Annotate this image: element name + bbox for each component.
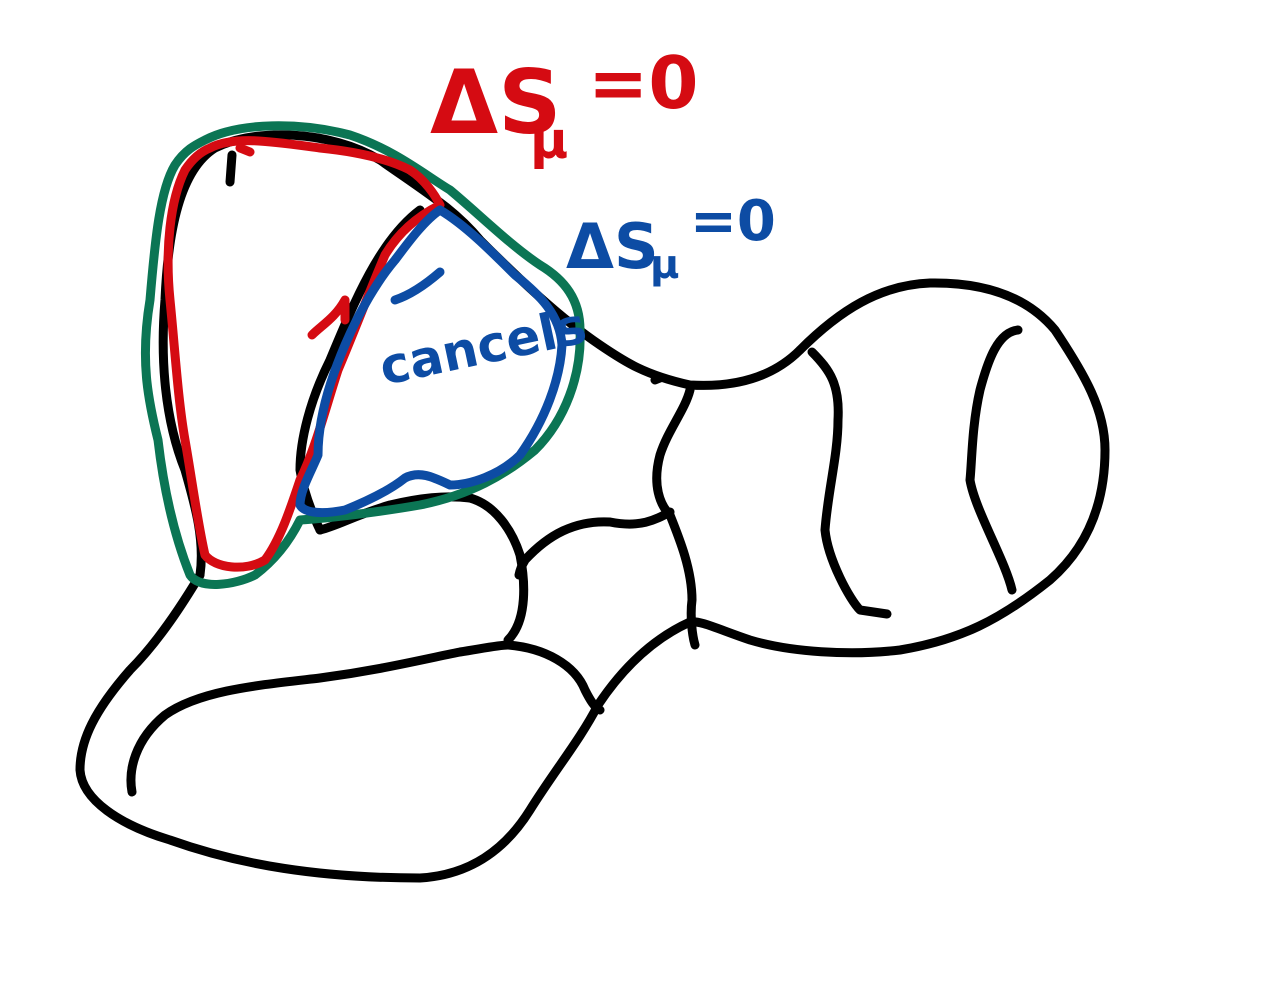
blue-delta-s-text: ΔS bbox=[566, 210, 659, 283]
blue-mu-subscript: μ bbox=[650, 242, 679, 288]
inner-cut-boundary bbox=[295, 205, 425, 535]
blue-delta-s-label: ΔS μ =0 bbox=[566, 189, 776, 288]
small-loop-left-side bbox=[465, 493, 529, 645]
red-mu-subscript: μ bbox=[530, 111, 568, 171]
bottom-inner-arc bbox=[126, 640, 513, 797]
red-equals-zero: =0 bbox=[588, 41, 698, 125]
right-inner-arc-right bbox=[965, 325, 1023, 595]
green-enclosing-contour bbox=[140, 121, 585, 589]
blue-equals-zero: =0 bbox=[690, 189, 776, 254]
middle-cross-link bbox=[514, 507, 675, 580]
red-contour bbox=[163, 136, 445, 572]
red-delta-s-label: ΔS μ =0 bbox=[430, 41, 698, 171]
right-inner-arc-left bbox=[807, 347, 892, 619]
red-delta-s-text: ΔS bbox=[430, 51, 561, 154]
black-loop-network bbox=[75, 130, 1110, 883]
blue-contour bbox=[295, 205, 567, 518]
bottom-cross-link bbox=[503, 640, 605, 715]
bottom-loop-outline bbox=[75, 570, 695, 883]
blue-small-stroke bbox=[390, 267, 445, 305]
right-loop-outline bbox=[685, 278, 1110, 658]
red-tick-mark bbox=[307, 295, 350, 340]
